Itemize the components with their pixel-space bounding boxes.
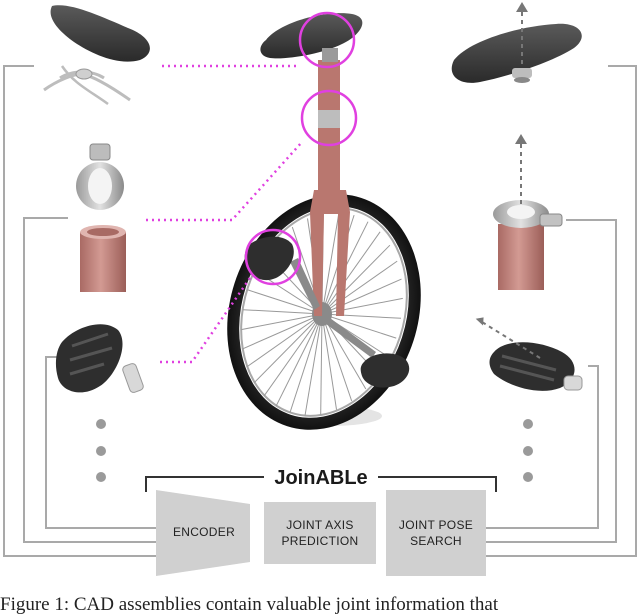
joinable-bracket: [145, 476, 497, 492]
wheel-spoke: [321, 212, 340, 315]
axis-label-line1: JOINT AXIS: [286, 518, 353, 532]
joint-highlights: [244, 11, 358, 286]
wheel-spoke: [242, 313, 323, 350]
encoder-stage: ENCODER: [156, 490, 250, 576]
left-clamp-part: [76, 143, 124, 210]
right-seatpost-clamp-part: [493, 200, 563, 290]
joint-pose-search-stage: JOINT POSE SEARCH: [386, 490, 486, 576]
joint-connectors: [146, 64, 303, 364]
left-saddle-part: [43, 5, 150, 106]
right-pedal-part: [489, 342, 583, 391]
wheel-spoke: [321, 278, 402, 315]
arrowheads: [475, 2, 528, 326]
figure-caption: Figure 1: CAD assemblies contain valuabl…: [0, 594, 499, 615]
wheel-spoke: [321, 313, 367, 390]
wheel-spoke: [247, 289, 323, 315]
wheel-spoke: [320, 313, 323, 415]
wheel-spoke: [321, 313, 337, 410]
pose-label-line1: JOINT POSE: [399, 518, 473, 532]
wheel-spoke: [275, 313, 323, 407]
wheel-spoke: [242, 309, 323, 315]
right-saddle-part: [451, 23, 582, 83]
wheel-spoke: [321, 297, 403, 315]
joint-axis-prediction-stage: JOINT AXIS PREDICTION: [264, 502, 376, 564]
right-ellipsis-dots: [523, 419, 533, 482]
wheel-spoke: [321, 244, 391, 315]
wheel-spoke: [246, 313, 323, 368]
axis-label-line2: PREDICTION: [281, 534, 358, 548]
wheel-spoke: [321, 313, 402, 319]
wheel-spoke: [321, 260, 398, 315]
wheel-spoke: [321, 313, 397, 339]
wheel-spoke: [241, 313, 323, 331]
frame-lines: [3, 65, 637, 557]
wheel-spoke: [263, 313, 323, 397]
wheel-spoke: [321, 231, 381, 315]
wheel-spoke: [321, 313, 353, 402]
wheel-spoke: [253, 313, 323, 384]
unicycle-illustration: [227, 13, 421, 430]
encoder-label: ENCODER: [173, 525, 235, 539]
left-seatpost-tube-part: [80, 225, 126, 292]
left-ellipsis-dots: [96, 419, 106, 482]
left-pedal-part: [55, 324, 144, 393]
joinable-title: JoinABLe: [274, 467, 367, 489]
pose-label-line2: SEARCH: [410, 534, 462, 548]
wheel-spoke: [289, 313, 323, 414]
right-axis-arrows: [481, 10, 541, 359]
wheel-spoke: [304, 313, 323, 416]
